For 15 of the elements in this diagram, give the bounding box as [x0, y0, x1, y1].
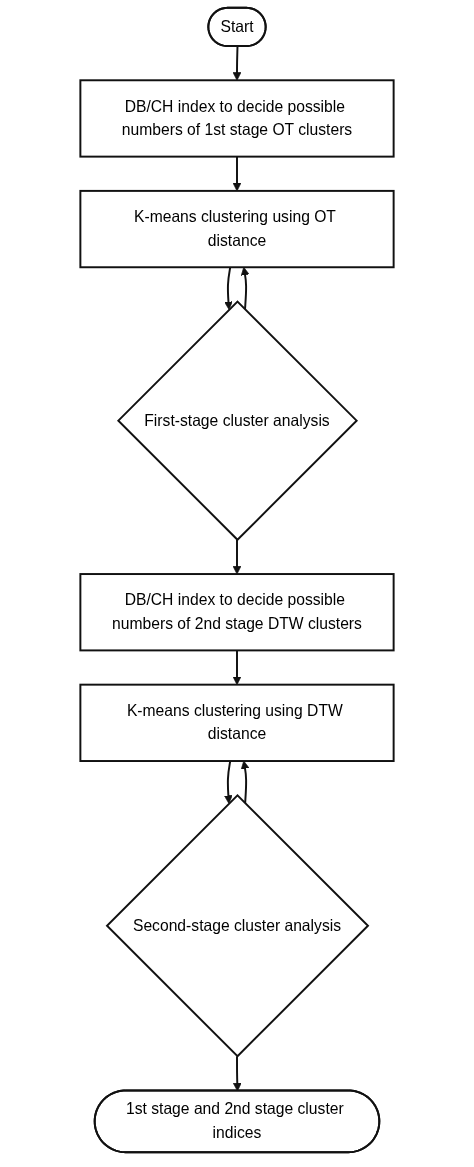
node-diamond: First-stage cluster analysis [116, 300, 358, 542]
node-diamond: Second-stage cluster analysis [105, 793, 370, 1058]
arrow [240, 266, 250, 311]
node-box: K-means clustering using OT distance [79, 189, 395, 269]
arrow [224, 760, 233, 804]
arrow [232, 45, 242, 81]
arrow [232, 538, 242, 575]
arrow [224, 266, 233, 310]
arrow [240, 760, 250, 805]
node-box: DB/CH index to decide possible numbers of 2nd stage DTW clusters [79, 573, 395, 652]
node-box: K-means clustering using DTW distance [79, 683, 395, 762]
node-box: DB/CH index to decide possible numbers of 1st stage OT clusters [79, 79, 395, 158]
arrow [232, 1055, 242, 1092]
arrow [232, 155, 242, 192]
arrow [232, 649, 242, 686]
